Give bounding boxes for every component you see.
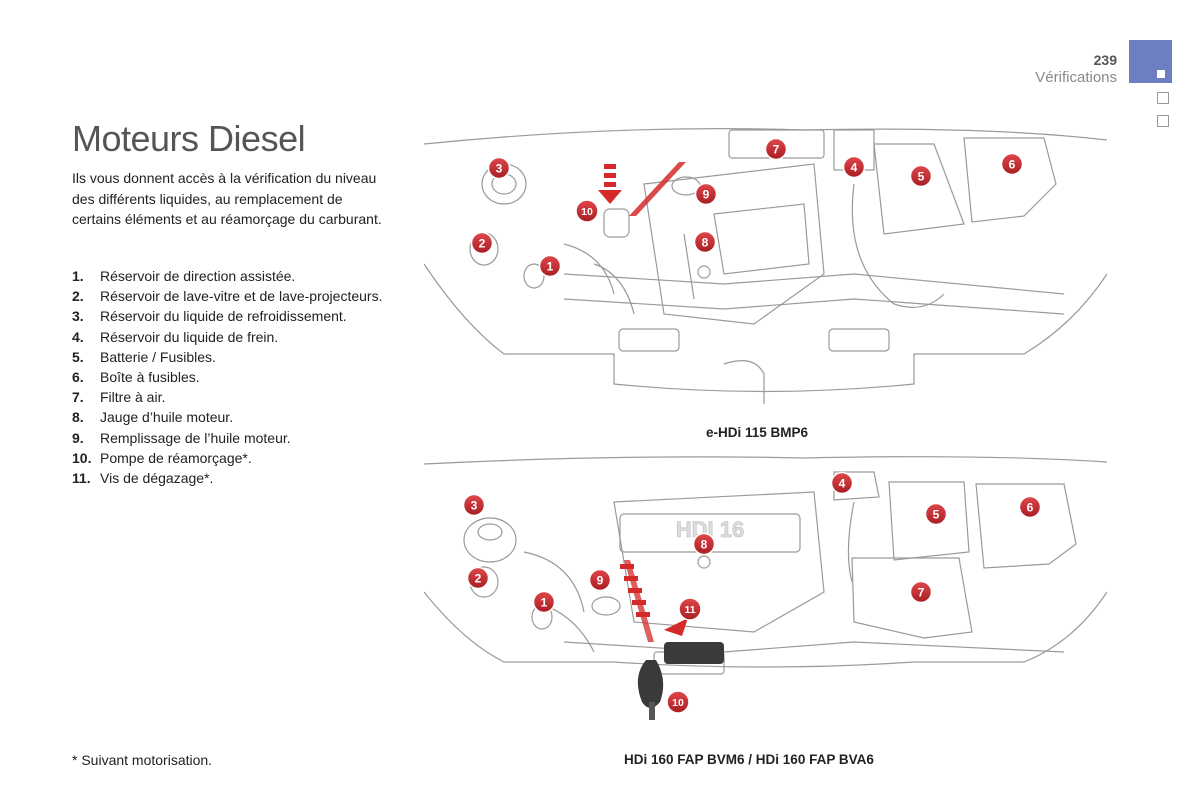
svg-text:7: 7 <box>918 586 925 600</box>
badge-9: 9 <box>694 182 718 206</box>
priming-pump <box>637 642 724 720</box>
svg-text:4: 4 <box>839 477 846 491</box>
svg-text:9: 9 <box>597 574 604 588</box>
svg-text:3: 3 <box>496 162 503 176</box>
list-item: 3.Réservoir du liquide de refroidissemen… <box>72 308 347 325</box>
svg-text:2: 2 <box>475 572 482 586</box>
badge-5: 5 <box>924 502 948 526</box>
svg-text:2: 2 <box>479 237 486 251</box>
badge-6: 6 <box>1000 152 1024 176</box>
badge-5: 5 <box>909 164 933 188</box>
svg-text:3: 3 <box>471 499 478 513</box>
page-number: 239 <box>1093 52 1117 68</box>
chapter-tab <box>1157 115 1169 127</box>
section-title: Vérifications <box>1035 69 1117 86</box>
chapter-tab <box>1157 92 1169 104</box>
diagram-caption: e-HDi 115 BMP6 <box>706 425 809 440</box>
tab-marker <box>1157 70 1165 78</box>
badge-7: 7 <box>909 580 933 604</box>
list-item: 6.Boîte à fusibles. <box>72 369 200 386</box>
svg-text:5: 5 <box>933 508 940 522</box>
svg-text:5: 5 <box>918 170 925 184</box>
list-item: 9.Remplissage de l’huile moteur. <box>72 429 291 446</box>
engine-linework <box>424 128 1107 404</box>
svg-text:1: 1 <box>541 596 548 610</box>
red-arrow <box>598 162 686 216</box>
badge-10: 10 <box>575 199 599 223</box>
list-item: 2.Réservoir de lave-vitre et de lave-pro… <box>72 288 383 305</box>
svg-text:9: 9 <box>703 188 710 202</box>
svg-text:11: 11 <box>684 604 695 616</box>
list-item: 1.Réservoir de direction assistée. <box>72 268 296 284</box>
engine-linework <box>424 456 1107 675</box>
list-item: 11.Vis de dégazage*. <box>72 470 214 487</box>
badge-2: 2 <box>466 566 490 590</box>
badge-2: 2 <box>470 231 494 255</box>
svg-text:7: 7 <box>773 143 780 157</box>
badge-4: 4 <box>842 155 866 179</box>
badge-11: 11 <box>678 597 702 621</box>
component-list: 1.Réservoir de direction assistée. 2.Rés… <box>72 266 392 488</box>
svg-text:10: 10 <box>581 206 593 218</box>
badge-6: 6 <box>1018 495 1042 519</box>
badge-3: 3 <box>462 493 486 517</box>
engine-diagram-hdi160: HDI 16 3 2 1 9 8 11 10 4 5 6 7 <box>424 456 1107 720</box>
badge-1: 1 <box>532 590 556 614</box>
list-item: 5.Batterie / Fusibles. <box>72 348 216 365</box>
badge-3: 3 <box>487 156 511 180</box>
badge-10: 10 <box>666 690 690 714</box>
badge-1: 1 <box>538 254 562 278</box>
svg-text:8: 8 <box>701 538 708 552</box>
chapter-tab-active <box>1129 40 1172 83</box>
red-arrow <box>620 560 688 642</box>
diagram-caption: HDi 160 FAP BVM6 / HDi 160 FAP BVA6 <box>624 752 874 767</box>
page-title: Moteurs Diesel <box>72 118 306 159</box>
intro-paragraph: Ils vous donnent accès à la vérification… <box>72 170 382 227</box>
list-item: 8.Jauge d’huile moteur. <box>72 409 234 426</box>
svg-text:10: 10 <box>672 697 684 709</box>
badge-8: 8 <box>692 532 716 556</box>
badge-9: 9 <box>588 568 612 592</box>
svg-text:8: 8 <box>702 236 709 250</box>
badge-8: 8 <box>693 230 717 254</box>
list-item: 10.Pompe de réamorçage*. <box>72 449 252 466</box>
badge-4: 4 <box>830 471 854 495</box>
badge-7: 7 <box>764 137 788 161</box>
svg-text:6: 6 <box>1027 501 1034 515</box>
footnote: * Suivant motorisation. <box>72 752 213 768</box>
svg-text:1: 1 <box>547 260 554 274</box>
svg-text:6: 6 <box>1009 158 1016 172</box>
svg-text:4: 4 <box>851 161 858 175</box>
engine-diagram-ehdi: 3 2 1 10 9 8 7 4 5 6 <box>424 128 1107 404</box>
list-item: 7.Filtre à air. <box>72 389 166 406</box>
list-item: 4.Réservoir du liquide de frein. <box>72 328 279 345</box>
